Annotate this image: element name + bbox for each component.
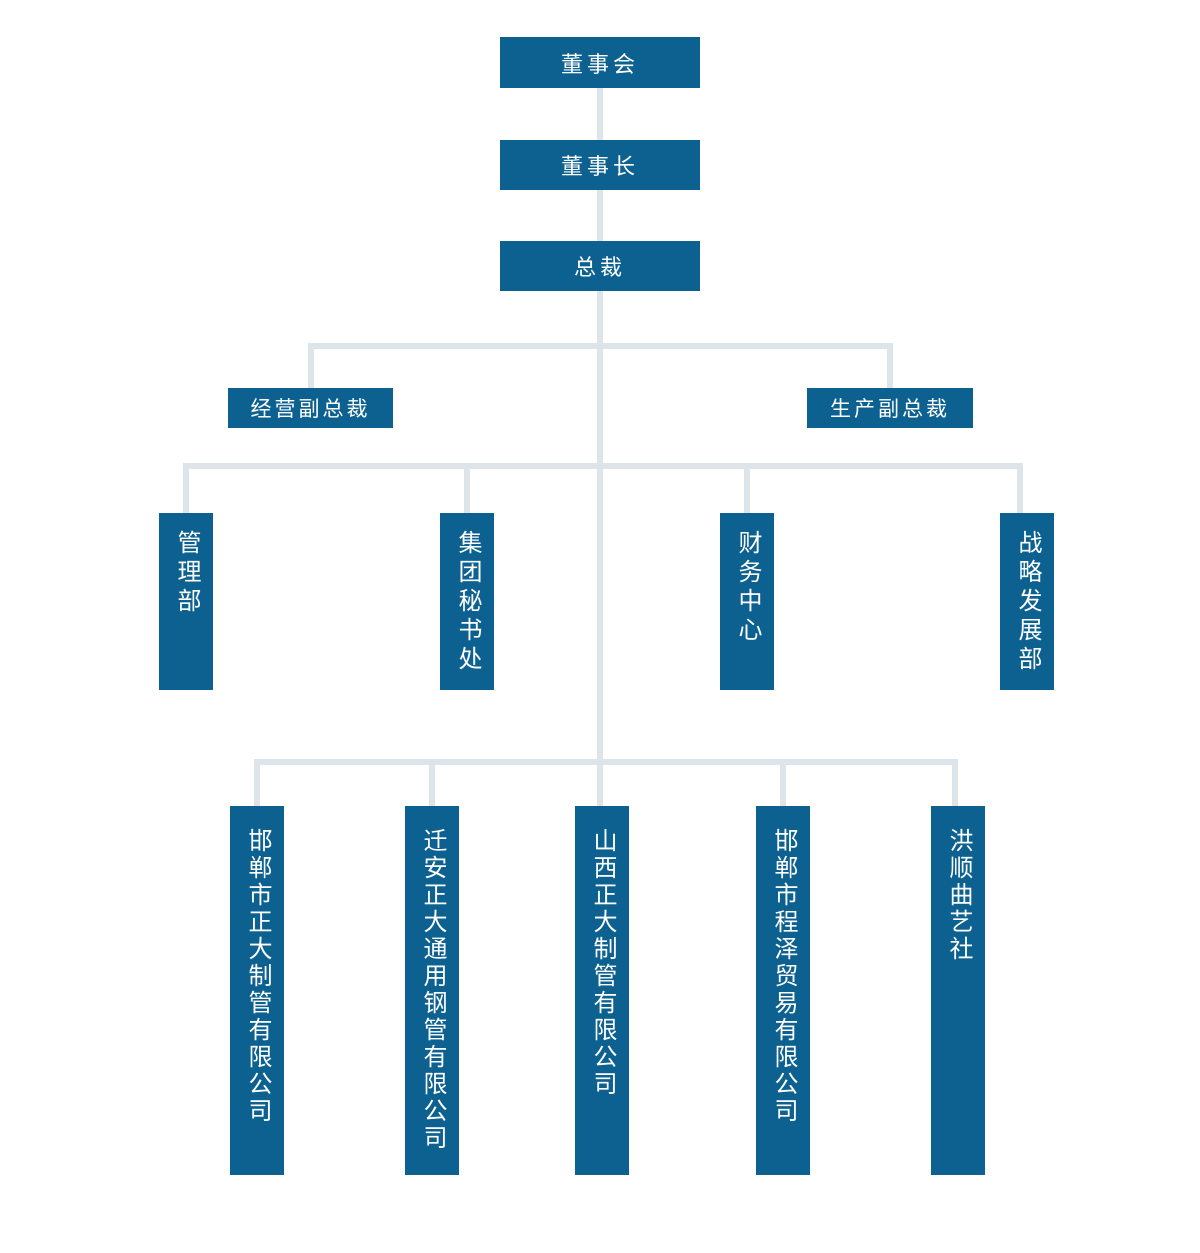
node-dept-strategic-development-label: 战略发展部 [1014, 530, 1041, 675]
node-dept-management-label: 管理部 [173, 530, 200, 617]
connector-drop-handan-chengze [780, 759, 786, 806]
connector-dept-split [183, 463, 1023, 469]
node-company-handan-zhengda-pipe-label: 邯郸市正大制管有限公司 [244, 828, 271, 1125]
node-chairman: 董事长 [500, 140, 700, 190]
node-company-shanxi-zhengda-pipe: 山西正大制管有限公司 [575, 806, 629, 1175]
node-dept-group-secretariat-label: 集团秘书处 [454, 530, 481, 675]
node-company-qianan-zhengda-steel-pipe-label: 迁安正大通用钢管有限公司 [419, 828, 446, 1152]
node-vp-operations: 经营副总裁 [228, 388, 393, 428]
connector-drop-vp-operations [308, 343, 314, 388]
connector-drop-secretariat [464, 463, 470, 513]
node-company-shanxi-zhengda-pipe-label: 山西正大制管有限公司 [589, 828, 616, 1098]
node-company-hongshun-quyi-club: 洪顺曲艺社 [931, 806, 985, 1175]
node-company-hongshun-quyi-club-label: 洪顺曲艺社 [945, 828, 972, 963]
node-president: 总裁 [500, 241, 700, 291]
node-dept-strategic-development: 战略发展部 [1000, 513, 1054, 690]
connector-vp-split [308, 343, 893, 349]
connector-drop-handan-zhengda [254, 759, 260, 806]
node-company-handan-zhengda-pipe: 邯郸市正大制管有限公司 [230, 806, 284, 1175]
connector-drop-finance [744, 463, 750, 513]
node-company-handan-chengze-trading: 邯郸市程泽贸易有限公司 [756, 806, 810, 1175]
node-board: 董事会 [500, 37, 700, 88]
node-dept-finance-center: 财务中心 [720, 513, 774, 690]
connector-central-spine [597, 291, 603, 806]
connector-drop-qianan-zhengda [429, 759, 435, 806]
connector-chairman-president [597, 190, 603, 241]
node-dept-group-secretariat: 集团秘书处 [440, 513, 494, 690]
connector-subsidiary-split [254, 759, 958, 765]
node-company-handan-chengze-trading-label: 邯郸市程泽贸易有限公司 [770, 828, 797, 1125]
node-dept-finance-center-label: 财务中心 [734, 530, 761, 646]
node-company-qianan-zhengda-steel-pipe: 迁安正大通用钢管有限公司 [405, 806, 459, 1175]
node-dept-management: 管理部 [159, 513, 213, 690]
connector-board-chairman [597, 87, 603, 140]
connector-drop-vp-production [887, 343, 893, 388]
connector-drop-strategy [1017, 463, 1023, 513]
node-vp-production: 生产副总裁 [807, 388, 973, 428]
connector-drop-hongshun [952, 759, 958, 806]
connector-drop-management [183, 463, 189, 513]
